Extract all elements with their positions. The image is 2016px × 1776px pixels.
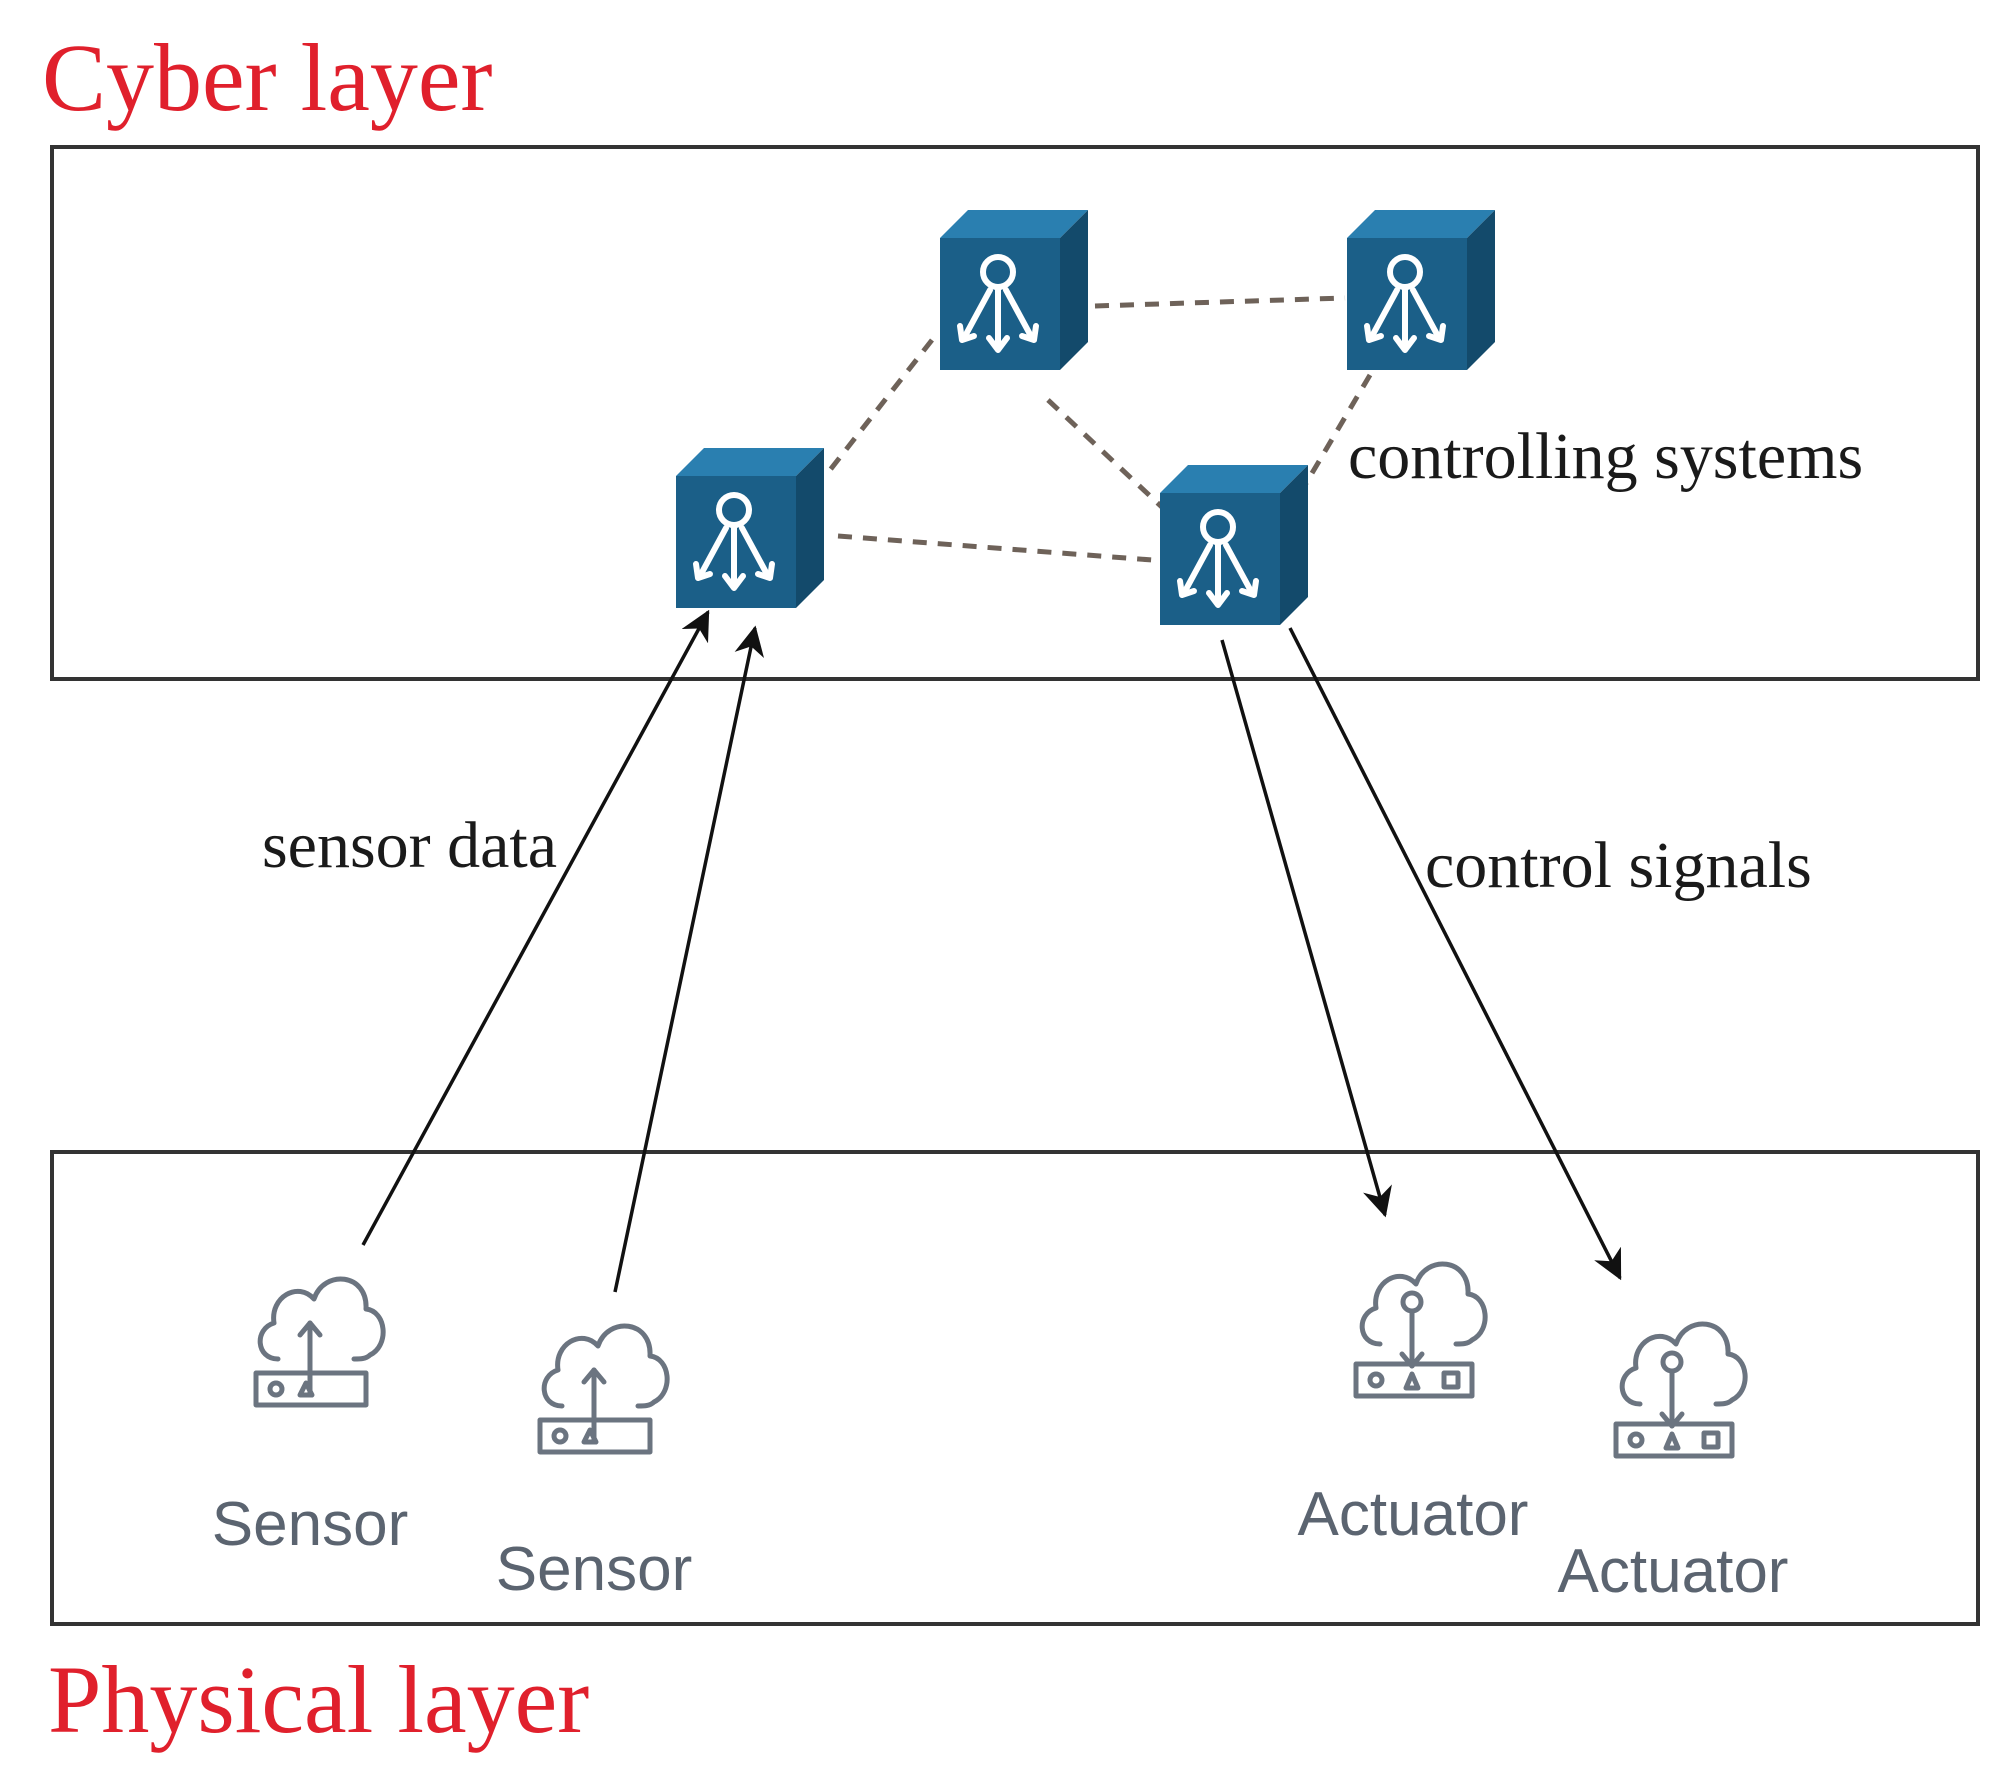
actuator-label: Actuator bbox=[1298, 1480, 1529, 1549]
actuator-label: Actuator bbox=[1558, 1537, 1789, 1606]
controller-icon-bottom-right bbox=[1160, 465, 1308, 625]
link-top-left-to-bottom-right bbox=[1046, 398, 1167, 512]
sensor-1: Sensor bbox=[212, 1279, 408, 1559]
cyber-layer-title: Cyber layer bbox=[42, 24, 493, 131]
actuator-1: Actuator bbox=[1298, 1264, 1529, 1549]
link-top-left-to-top-right bbox=[1094, 295, 1346, 309]
sensor-data-arrow-2 bbox=[613, 625, 765, 1293]
controller-icon-left bbox=[676, 448, 824, 608]
controller-icon-top-left bbox=[940, 210, 1088, 370]
sensor-data-label: sensor data bbox=[262, 809, 557, 882]
actuator-2: Actuator bbox=[1558, 1324, 1789, 1606]
sensor-icon bbox=[256, 1279, 383, 1405]
actuator-icon bbox=[1616, 1324, 1745, 1456]
link-left-to-bottom-right bbox=[837, 533, 1153, 563]
controller-links bbox=[828, 295, 1373, 563]
control-signals-label: control signals bbox=[1425, 829, 1812, 902]
controller-icon-top-right bbox=[1347, 210, 1495, 370]
sensor-data-arrow-1 bbox=[361, 609, 710, 1246]
control-signal-arrow-2 bbox=[1288, 627, 1622, 1281]
sensor-label: Sensor bbox=[496, 1535, 692, 1604]
controlling-systems-label: controlling systems bbox=[1348, 420, 1863, 493]
control-signal-arrow-1 bbox=[1220, 639, 1392, 1218]
cyber-layer-box bbox=[50, 145, 1980, 681]
actuator-icon bbox=[1356, 1264, 1485, 1396]
sensor-icon bbox=[540, 1326, 667, 1452]
sensor-2: Sensor bbox=[496, 1326, 692, 1604]
link-top-right-to-bottom-right bbox=[1302, 373, 1373, 487]
physical-layer-box bbox=[50, 1150, 1980, 1626]
link-top-left-to-left bbox=[828, 338, 934, 472]
sensor-label: Sensor bbox=[212, 1490, 408, 1559]
physical-layer-title: Physical layer bbox=[48, 1646, 589, 1753]
